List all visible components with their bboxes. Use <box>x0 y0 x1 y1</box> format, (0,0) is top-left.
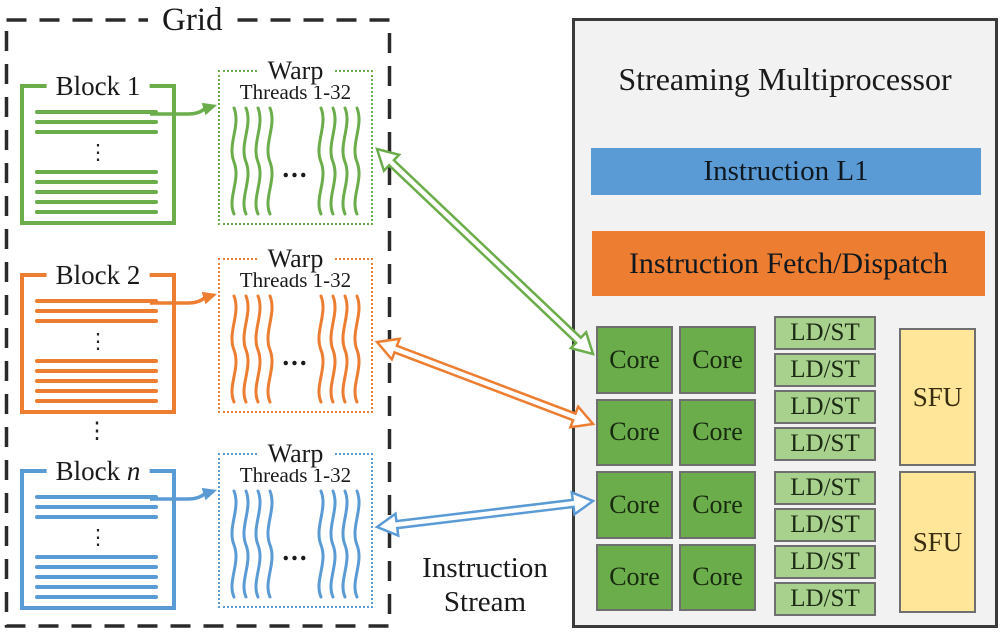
grid-label: Grid <box>148 0 237 42</box>
thread-line <box>35 110 158 114</box>
thread-line <box>35 585 158 589</box>
ldst-box: LD/ST <box>774 508 876 542</box>
instruction-fetch-dispatch-bar: Instruction Fetch/Dispatch <box>592 231 985 296</box>
thread-wave-icon <box>230 489 274 599</box>
core-box: Core <box>596 543 673 611</box>
warp-to-sm-arrow <box>374 490 596 538</box>
thread-line <box>35 210 158 214</box>
ellipsis-horizontal: ... <box>282 341 309 371</box>
block-to-warp-arrowhead <box>201 487 217 501</box>
block-n: Block n ⋮ <box>20 455 176 610</box>
block-to-warp-arrowhead <box>201 102 217 116</box>
ellipsis-vertical-icon: ⋮ <box>87 525 109 549</box>
ellipsis-vertical-icon: ⋮ <box>87 140 109 164</box>
thread-line <box>35 299 158 303</box>
core-box: Core <box>679 398 756 466</box>
block-label: Block 2 <box>46 259 150 291</box>
block-label: Block n <box>46 455 150 487</box>
ellipsis-horizontal: ... <box>282 153 309 183</box>
ldst-box: LD/ST <box>774 471 876 505</box>
warp-threads-waves: ... <box>220 487 371 605</box>
instruction-l1-bar: Instruction L1 <box>591 148 981 195</box>
thread-line <box>35 190 158 194</box>
core-box: Core <box>596 398 673 466</box>
thread-wave-icon <box>317 294 361 404</box>
block-1: Block 1 ⋮ <box>20 70 176 225</box>
warp-to-sm-arrow <box>374 337 596 429</box>
thread-line <box>35 379 158 383</box>
warp-threads-waves: ... <box>220 292 371 410</box>
thread-line <box>35 170 158 174</box>
ldst-box: LD/ST <box>774 390 876 424</box>
core-box: Core <box>679 471 756 539</box>
warp-to-sm-arrow <box>375 147 595 356</box>
block-to-warp-arrowhead <box>201 291 217 305</box>
ellipsis-vertical-icon: ⋮ <box>85 418 109 443</box>
thread-wave-icon <box>317 106 361 216</box>
sm-title: Streaming Multiprocessor <box>618 61 952 97</box>
thread-line <box>35 180 158 184</box>
thread-line <box>35 389 158 393</box>
thread-line <box>35 515 158 519</box>
thread-line <box>35 130 158 134</box>
ldst-box: LD/ST <box>774 545 876 579</box>
core-box: Core <box>679 326 756 394</box>
thread-line <box>35 359 158 363</box>
instruction-stream-label: Instruction Stream <box>385 551 585 619</box>
thread-line <box>35 120 158 124</box>
ellipsis-horizontal: ... <box>282 536 309 566</box>
thread-line <box>35 309 158 313</box>
thread-line <box>35 565 158 569</box>
core-box: Core <box>596 471 673 539</box>
warp-label: Warp <box>257 56 334 86</box>
thread-line <box>35 505 158 509</box>
thread-wave-icon <box>230 294 274 404</box>
thread-line <box>35 595 158 599</box>
thread-line <box>35 369 158 373</box>
warp-label: Warp <box>257 244 334 274</box>
ldst-box: LD/ST <box>774 582 876 616</box>
core-box: Core <box>679 543 756 611</box>
block-label: Block 1 <box>46 70 150 102</box>
ellipsis-vertical-icon: ⋮ <box>87 329 109 353</box>
core-box: Core <box>596 326 673 394</box>
thread-line <box>35 200 158 204</box>
thread-line <box>35 399 158 403</box>
instruction-stream-line2: Stream <box>443 586 527 618</box>
sfu-box: SFU <box>899 471 976 613</box>
thread-wave-icon <box>317 489 361 599</box>
warp-threads-waves: ... <box>220 104 371 222</box>
thread-wave-icon <box>230 106 274 216</box>
sfu-box: SFU <box>899 328 976 466</box>
ldst-box: LD/ST <box>774 427 876 461</box>
streaming-multiprocessor-box: Streaming Multiprocessor Instruction L1 … <box>572 18 998 628</box>
thread-line <box>35 575 158 579</box>
block-2: Block 2 ⋮ <box>20 259 176 414</box>
thread-line <box>35 555 158 559</box>
warp-label: Warp <box>257 439 334 469</box>
ldst-box: LD/ST <box>774 353 876 387</box>
instruction-stream-line1: Instruction <box>422 552 548 584</box>
thread-line <box>35 319 158 323</box>
thread-line <box>35 495 158 499</box>
ldst-box: LD/ST <box>774 316 876 350</box>
